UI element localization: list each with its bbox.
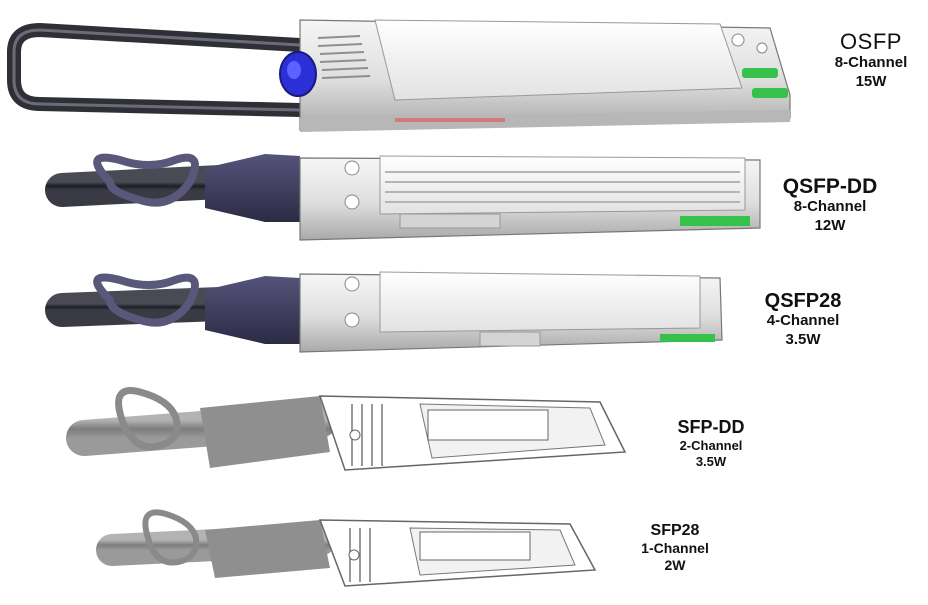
module-name: OSFP: [840, 29, 902, 54]
module-name: SFP-DD: [677, 417, 745, 437]
sfp-dd-label: SFP-DD 2-Channel 3.5W: [656, 417, 766, 470]
osfp-module-icon: [7, 19, 791, 132]
sfp-dd-cable-module-icon: [66, 387, 627, 471]
module-power: 3.5W: [785, 330, 821, 348]
module-channels: 4-Channel: [766, 312, 840, 329]
module-channels: 1-Channel: [641, 539, 709, 556]
osfp-label: OSFP 8-Channel 15W: [826, 29, 916, 92]
module-power: 15W: [855, 72, 887, 90]
sfp28-cable-module-icon: [96, 509, 597, 587]
module-name: SFP28: [650, 522, 700, 539]
module-channels: 2-Channel: [679, 437, 743, 453]
module-channels: 8-Channel: [834, 54, 908, 72]
module-name: QSFP-DD: [782, 175, 878, 198]
module-channels: 8-Channel: [793, 198, 867, 216]
sfp28-label: SFP28 1-Channel 2W: [630, 522, 720, 575]
qsfp-dd-cable-module-icon: [45, 153, 761, 241]
qsfp28-cable-module-icon: [45, 271, 723, 353]
module-power: 3.5W: [695, 454, 727, 470]
module-power: 12W: [814, 216, 846, 234]
qsfp28-label: QSFP28 4-Channel 3.5W: [748, 290, 858, 350]
qsfp-dd-label: QSFP-DD 8-Channel 12W: [770, 175, 890, 236]
module-name: QSFP28: [764, 290, 842, 312]
module-power: 2W: [664, 557, 686, 574]
